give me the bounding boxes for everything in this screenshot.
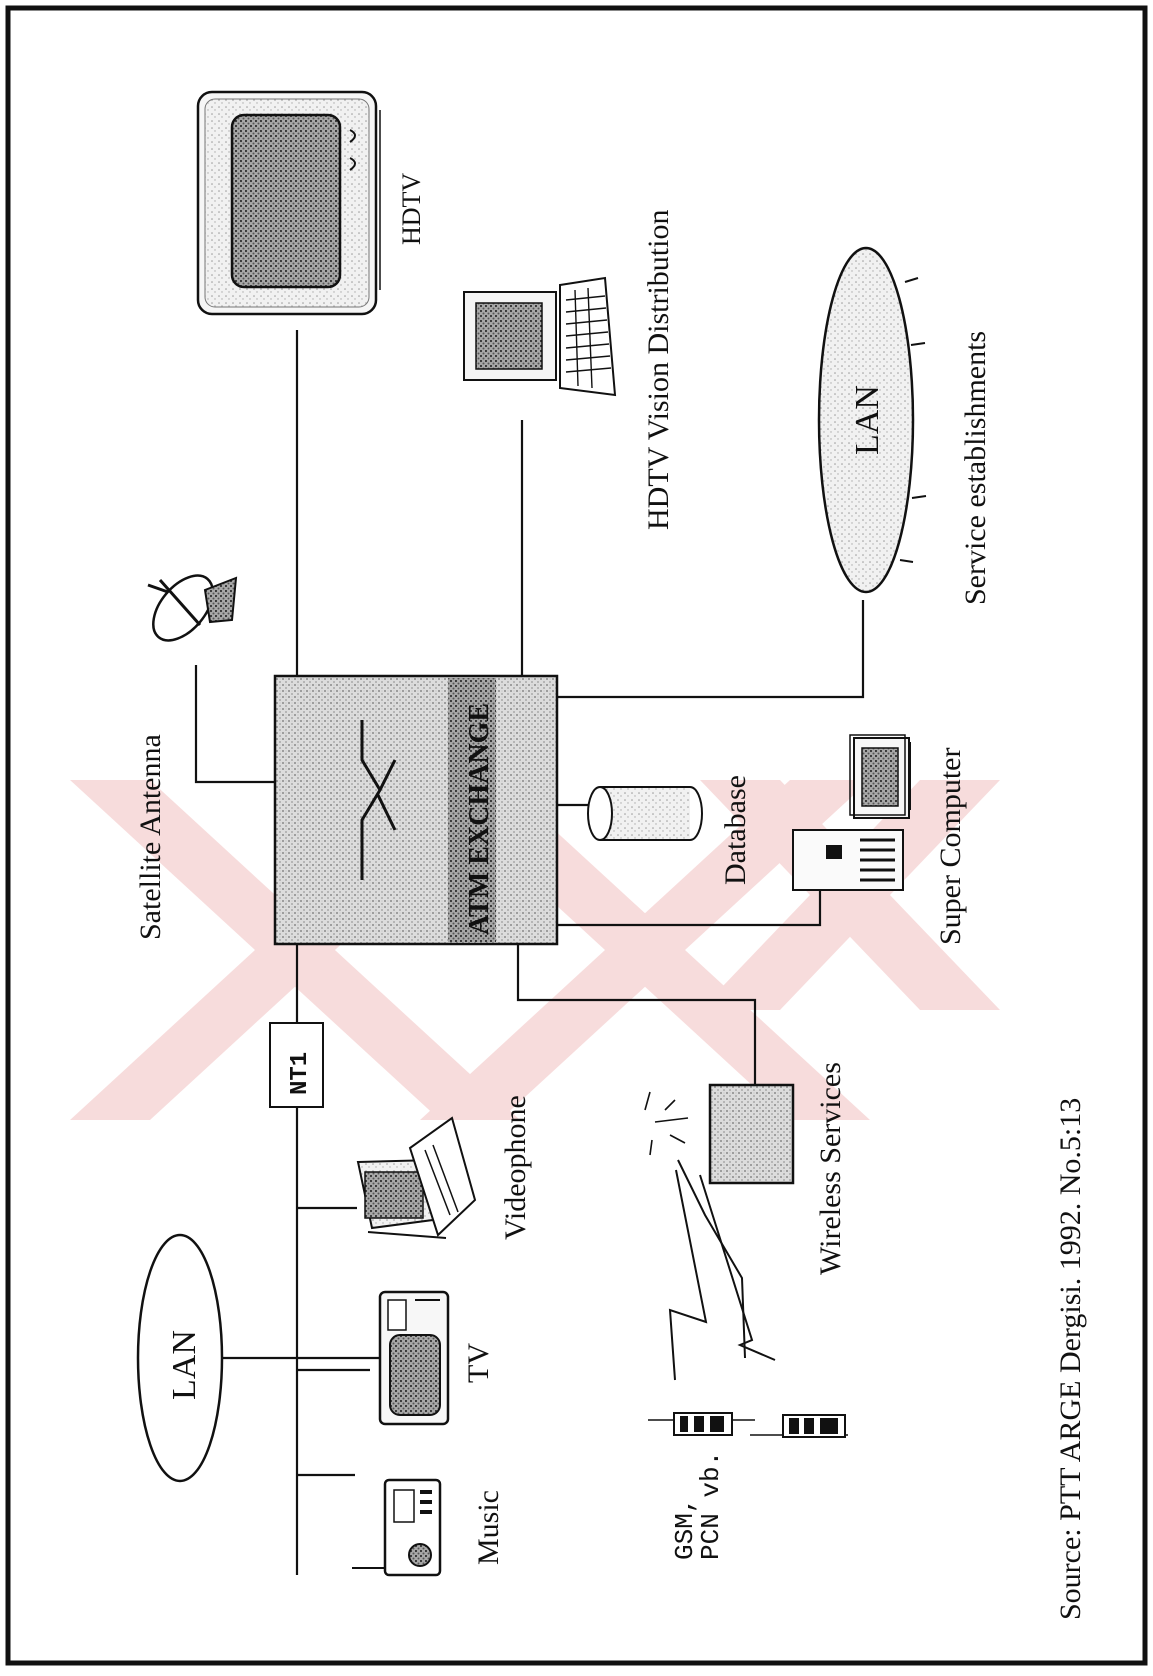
atm-exchange: ATM EXCHANGE: [275, 676, 557, 944]
hdtv-vision-distribution-label: HDTV Vision Distribution: [642, 210, 675, 530]
source-note: Source: PTT ARGE Dergisi. 1992. No.5:13: [1054, 1098, 1087, 1620]
tv-icon: [380, 1292, 448, 1424]
wireless-services-label: Wireless Services: [814, 1062, 847, 1275]
lan-left-label: LAN: [166, 1330, 203, 1400]
satellite-antenna-icon: [142, 565, 236, 652]
hdtv-label: HDTV: [397, 173, 426, 245]
satellite-antenna-label: Satellite Antenna: [134, 734, 167, 940]
music-label: Music: [472, 1490, 505, 1565]
service-establishments-label: Service establishments: [959, 331, 992, 605]
lan-left: LAN: [138, 1235, 222, 1481]
super-computer-label: Super Computer: [934, 748, 967, 945]
music-icon: [352, 1480, 440, 1575]
hdtv-icon: [198, 92, 380, 314]
atm-exchange-label: ATM EXCHANGE: [464, 703, 495, 935]
lan-right-label: LAN: [849, 385, 886, 455]
videophone-label: Videophone: [499, 1095, 532, 1240]
wireless-services-icon: [645, 1085, 793, 1380]
videophone-icon: [358, 1118, 475, 1238]
nt1-box: NT1: [270, 1023, 323, 1107]
database-label: Database: [719, 775, 752, 885]
lan-right: LAN: [819, 248, 926, 592]
database-icon: [588, 787, 702, 840]
hdtv-vision-distribution-icon: [464, 278, 615, 395]
nt1-label: NT1: [287, 1052, 314, 1095]
mobile-phones-icon: [648, 1413, 848, 1437]
gsm-label-line2: PCN vb.: [696, 1451, 726, 1560]
tv-label: TV: [462, 1343, 495, 1383]
